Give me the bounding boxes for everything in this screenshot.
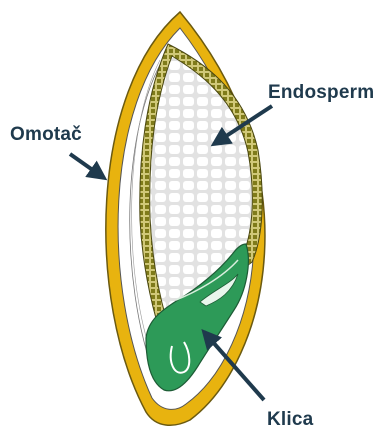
pointer-omotac: [70, 154, 104, 178]
label-omotac: Omotač: [10, 124, 82, 146]
label-endosperm: Endosperm: [268, 82, 374, 104]
label-klica: Klica: [267, 409, 313, 431]
